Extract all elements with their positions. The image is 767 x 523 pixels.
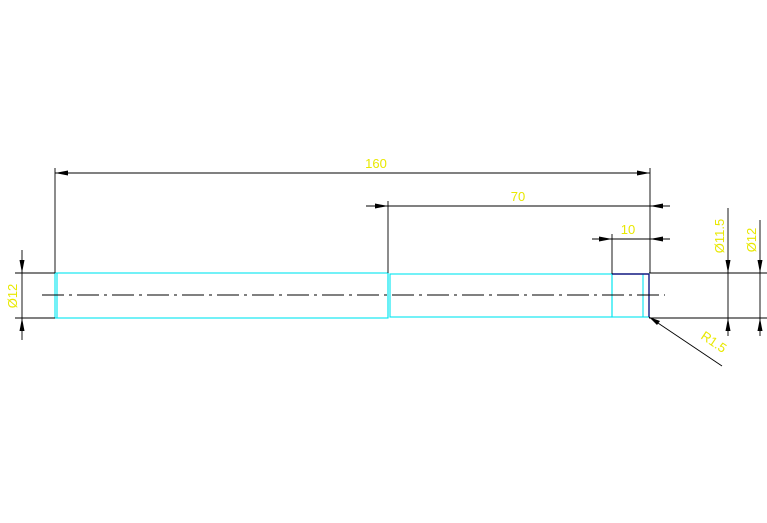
dimension-label: 160 — [365, 156, 387, 171]
dimension-label: Ø11.5 — [712, 219, 727, 253]
arrowhead — [757, 260, 763, 273]
dimension-label: 10 — [621, 222, 635, 237]
arrowhead — [725, 260, 731, 273]
dimension-10: 10 — [592, 222, 670, 274]
shaft-section-middle — [389, 273, 613, 318]
dimension-label: Ø12 — [744, 228, 759, 253]
shaft-section-left — [54, 272, 389, 319]
dimension-160: 160 — [54, 156, 651, 273]
arrowhead — [649, 317, 660, 325]
dimension-label: Ø12 — [5, 284, 20, 309]
arrowhead — [19, 260, 25, 273]
dimension-right-outer-diameter: Ø12 — [744, 220, 763, 336]
highlighted-edges — [612, 273, 650, 317]
arrowhead — [19, 318, 25, 331]
right-extension-lines — [649, 272, 767, 319]
dimension-fillet-radius: R1.5 — [648, 316, 729, 367]
arrowhead — [599, 236, 612, 242]
arrowhead — [650, 236, 663, 242]
arrowhead — [725, 318, 731, 331]
dimension-70: 70 — [366, 189, 670, 273]
leader-line — [648, 316, 723, 367]
dimension-label: 70 — [511, 189, 525, 204]
arrowhead — [637, 170, 650, 176]
arrowhead — [55, 170, 68, 176]
shaft-outline — [54, 272, 650, 319]
arrowhead — [375, 203, 388, 209]
dimension-right-inner-diameter: Ø11.5 — [712, 208, 731, 336]
dimension-left-diameter: Ø12 — [5, 250, 55, 340]
arrowhead — [757, 318, 763, 331]
arrowhead — [650, 203, 663, 209]
dimension-label: R1.5 — [698, 328, 729, 356]
